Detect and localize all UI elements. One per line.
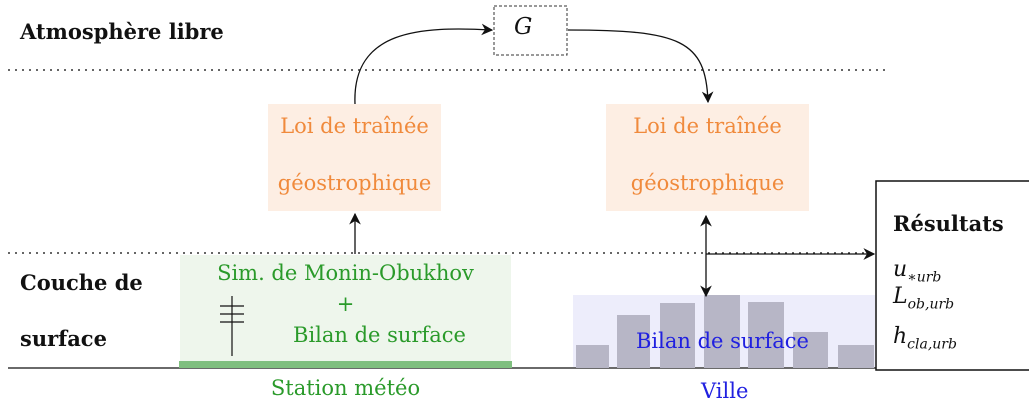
drag-law-right-line2: géostrophique [630, 171, 785, 195]
station-box [180, 255, 511, 365]
drag-law-left-box [268, 104, 441, 211]
drag-law-right-line1: Loi de traînée [633, 114, 782, 138]
station-ground [179, 361, 512, 368]
building [793, 332, 828, 368]
drag-law-left-line1: Loi de traînée [280, 114, 429, 138]
results-title: Résultats [893, 211, 1004, 236]
station-label: Station météo [270, 376, 421, 400]
city-buildings [576, 295, 874, 368]
station-box-line2: + [336, 292, 355, 316]
arrow-g-to-right [567, 29, 714, 104]
drag-law-left-line2: géostrophique [277, 171, 432, 195]
g-label: G [514, 14, 533, 40]
result-l-ob-urb: Lob,urb [893, 284, 955, 313]
result-u-star-urb: u∗urb [893, 257, 942, 286]
free-atmosphere-label: Atmosphère libre [20, 19, 224, 44]
building [576, 345, 609, 368]
city-box-label: Bilan de surface [636, 329, 809, 353]
results-box [875, 180, 1029, 371]
building [660, 303, 695, 368]
weather-mast-icon [220, 296, 244, 356]
building [617, 315, 650, 368]
surface-layer-label-line2: surface [20, 326, 107, 351]
drag-law-right-box [606, 104, 809, 211]
result-h-cla-urb: hcla,urb [893, 324, 957, 353]
building [838, 345, 874, 368]
g-box [493, 5, 568, 56]
building [748, 302, 784, 368]
surface-layer-label-line1: Couche de [20, 270, 143, 295]
arrow-left-to-g [354, 23, 494, 105]
station-box-line3: Bilan de surface [293, 323, 466, 347]
building [704, 295, 740, 368]
city-label: Ville [701, 379, 749, 403]
station-box-line1: Sim. de Monin-Obukhov [217, 261, 474, 285]
